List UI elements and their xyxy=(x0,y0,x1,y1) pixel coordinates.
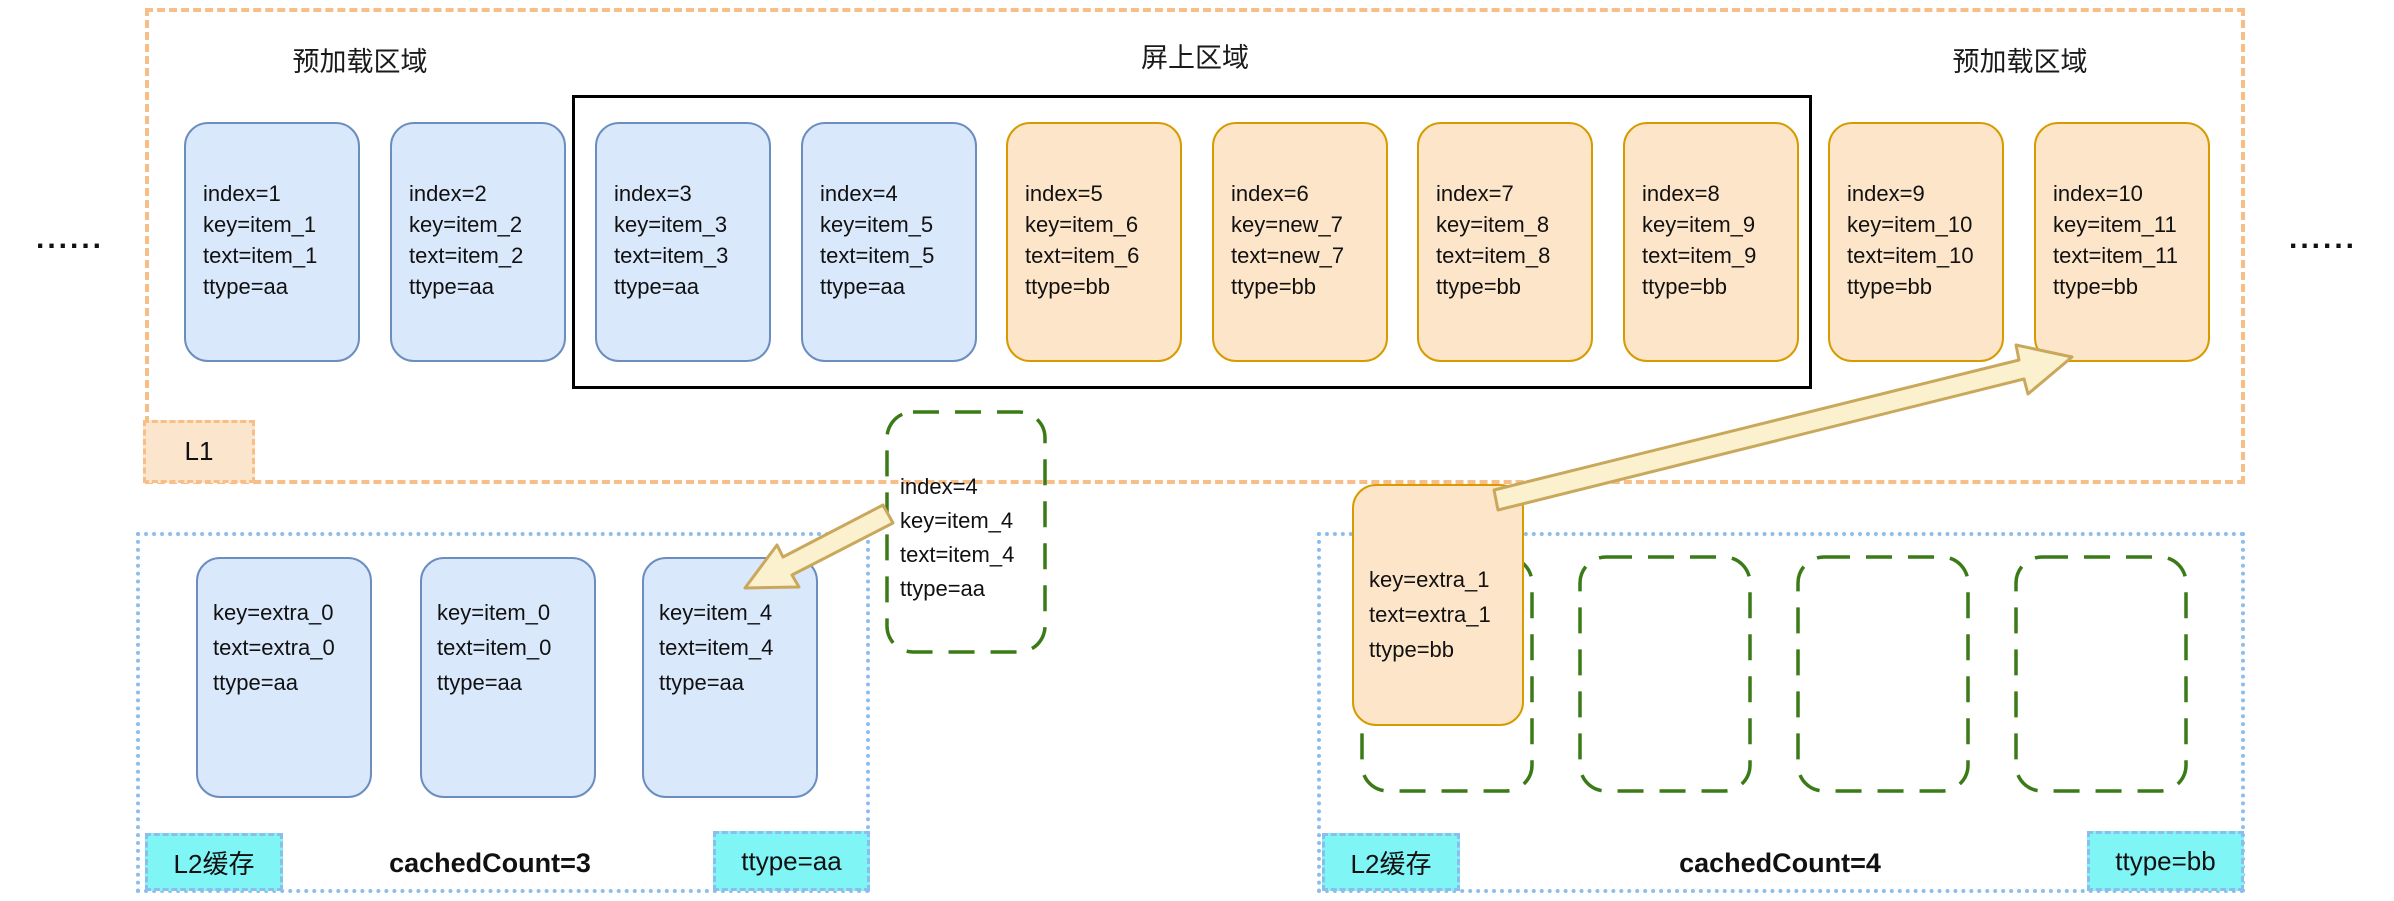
card-line: ttype=aa xyxy=(203,274,289,299)
preload-zone-label-left: 预加载区域 xyxy=(292,47,428,77)
l1-badge: L1 xyxy=(143,420,255,483)
card-line: key=item_0 xyxy=(437,600,551,625)
l2-cache-aa-region xyxy=(136,532,870,893)
card-line: ttype=aa xyxy=(659,670,745,695)
preload-zone-label-right: 预加载区域 xyxy=(1952,47,2088,77)
card-line: index=8 xyxy=(1642,181,1720,206)
cached-count-bb-label: cachedCount=4 xyxy=(1679,848,1881,878)
l2-cache-bb-badge: L2缓存 xyxy=(1322,833,1460,891)
card-line: key=item_8 xyxy=(1436,212,1550,237)
card-line: key=item_3 xyxy=(614,212,728,237)
ellipsis-right: ...... xyxy=(2288,222,2357,255)
card-line: index=9 xyxy=(1847,181,1925,206)
card-line: ttype=bb xyxy=(1847,274,1933,299)
l1-card-index-6: index=6 key=new_7 text=new_7 ttype=bb xyxy=(1212,122,1388,362)
card-line: ttype=aa xyxy=(213,670,299,695)
l1-card-index-5: index=5 key=item_6 text=item_6 ttype=bb xyxy=(1006,122,1182,362)
l2-cache-aa-badge: L2缓存 xyxy=(145,833,283,891)
card-line: ttype=bb xyxy=(1642,274,1728,299)
card-line: text=extra_0 xyxy=(213,635,335,660)
dashed-outline xyxy=(885,410,1047,654)
card-line: ttype=bb xyxy=(1231,274,1317,299)
card-line: text=new_7 xyxy=(1231,243,1345,268)
card-line: key=item_9 xyxy=(1642,212,1756,237)
card-line: ttype=bb xyxy=(2053,274,2139,299)
card-line: ttype=aa xyxy=(900,576,986,601)
l1-card-index-2: index=2 key=item_2 text=item_2 ttype=aa xyxy=(390,122,566,362)
card-line: text=item_5 xyxy=(820,243,935,268)
l1-card-index-8: index=8 key=item_9 text=item_9 ttype=bb xyxy=(1623,122,1799,362)
card-line: text=item_10 xyxy=(1847,243,1974,268)
l2-bb-empty-slot-4 xyxy=(2014,555,2188,793)
card-line: text=item_9 xyxy=(1642,243,1757,268)
l2-bb-empty-slot-3 xyxy=(1796,555,1970,793)
l1-card-index-4: index=4 key=item_5 text=item_5 ttype=aa xyxy=(801,122,977,362)
card-line: text=item_0 xyxy=(437,635,552,660)
l1-card-index-9: index=9 key=item_10 text=item_10 ttype=bb xyxy=(1828,122,2004,362)
card-line: key=item_4 xyxy=(659,600,773,625)
dashed-outline xyxy=(2014,555,2188,793)
card-line: key=item_6 xyxy=(1025,212,1139,237)
l2-aa-card-item4: key=item_4 text=item_4 ttype=aa xyxy=(642,557,818,798)
onscreen-zone-label: 屏上区域 xyxy=(1141,43,1249,73)
l1-card-index-10: index=10 key=item_11 text=item_11 ttype=bb xyxy=(2034,122,2210,362)
card-line: index=2 xyxy=(409,181,487,206)
card-line: index=10 xyxy=(2053,181,2143,206)
card-line: key=new_7 xyxy=(1231,212,1343,237)
card-line: text=item_11 xyxy=(2053,243,2178,268)
card-line: key=item_5 xyxy=(820,212,934,237)
card-line: ttype=aa xyxy=(820,274,906,299)
card-line: key=item_1 xyxy=(203,212,317,237)
card-line: index=6 xyxy=(1231,181,1309,206)
card-line: key=item_11 xyxy=(2053,212,2177,237)
card-line: index=5 xyxy=(1025,181,1103,206)
card-line: text=extra_1 xyxy=(1369,602,1491,627)
card-line: text=item_2 xyxy=(409,243,524,268)
card-line: index=3 xyxy=(614,181,692,206)
l1-preload-region xyxy=(145,8,2245,484)
card-line: text=item_8 xyxy=(1436,243,1551,268)
l2-aa-card-item0: key=item_0 text=item_0 ttype=aa xyxy=(420,557,596,798)
l2-bb-empty-slot-2 xyxy=(1578,555,1752,793)
ttype-bb-badge: ttype=bb xyxy=(2087,831,2244,891)
card-line: ttype=bb xyxy=(1369,637,1455,662)
l2-aa-card-extra0: key=extra_0 text=extra_0 ttype=aa xyxy=(196,557,372,798)
ttype-aa-badge: ttype=aa xyxy=(713,831,870,891)
card-line: index=1 xyxy=(203,181,281,206)
card-line: ttype=bb xyxy=(1025,274,1111,299)
cached-count-aa-label: cachedCount=3 xyxy=(389,848,591,878)
l1-card-index-7: index=7 key=item_8 text=item_8 ttype=bb xyxy=(1417,122,1593,362)
card-line: index=7 xyxy=(1436,181,1514,206)
card-line: text=item_3 xyxy=(614,243,729,268)
card-line: key=item_4 xyxy=(900,508,1014,533)
card-line: index=4 xyxy=(820,181,898,206)
card-line: ttype=aa xyxy=(437,670,523,695)
dashed-outline xyxy=(1796,555,1970,793)
card-line: key=extra_1 xyxy=(1369,567,1490,592)
card-line: index=4 xyxy=(900,474,978,499)
ellipsis-left: ...... xyxy=(35,222,104,255)
card-line: key=extra_0 xyxy=(213,600,334,625)
card-line: text=item_4 xyxy=(659,635,774,660)
detached-item4-card: index=4 key=item_4 text=item_4 ttype=aa xyxy=(885,410,1047,654)
card-line: key=item_2 xyxy=(409,212,523,237)
l2-cache-bb-region xyxy=(1317,532,2245,893)
card-line: key=item_10 xyxy=(1847,212,1973,237)
onscreen-viewport-rect xyxy=(572,95,1812,389)
card-line: ttype=aa xyxy=(409,274,495,299)
card-line: text=item_4 xyxy=(900,542,1015,567)
l1-card-index-3: index=3 key=item_3 text=item_3 ttype=aa xyxy=(595,122,771,362)
dashed-outline xyxy=(1578,555,1752,793)
card-line: ttype=aa xyxy=(614,274,700,299)
card-line: ttype=bb xyxy=(1436,274,1522,299)
card-line: text=item_6 xyxy=(1025,243,1140,268)
l2-bb-card-extra1: key=extra_1 text=extra_1 ttype=bb xyxy=(1352,484,1524,726)
l1-card-index-1: index=1 key=item_1 text=item_1 ttype=aa xyxy=(184,122,360,362)
card-line: text=item_1 xyxy=(203,243,318,268)
